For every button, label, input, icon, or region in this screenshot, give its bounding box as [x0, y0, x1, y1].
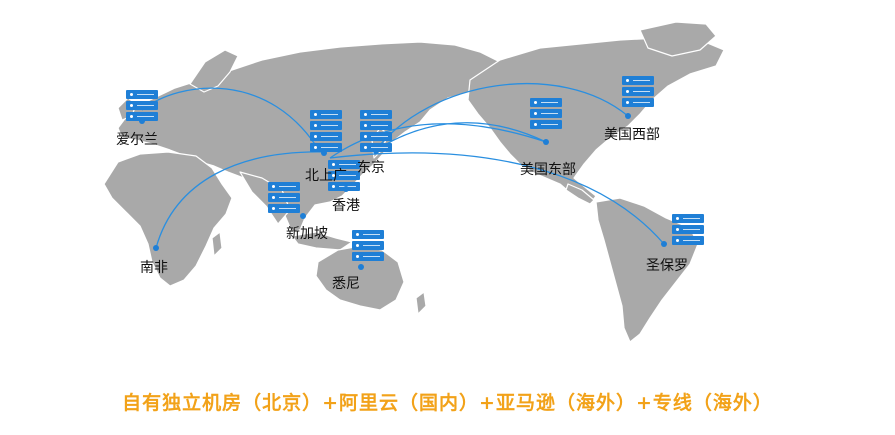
server-icon: [360, 110, 392, 154]
label-hongkong: 香港: [332, 198, 360, 214]
label-uswest: 美国西部: [604, 127, 660, 143]
server-icon: [126, 90, 158, 123]
route-bsg-ireland: [141, 87, 321, 153]
location-dot: [358, 264, 364, 270]
scandinavia-landmass: [189, 49, 239, 93]
north-america-landmass: [467, 37, 725, 205]
label-singapore: 新加坡: [286, 226, 328, 242]
server-icon: [530, 98, 562, 131]
location-dot: [543, 139, 549, 145]
label-sydney: 悉尼: [332, 276, 360, 292]
location-dot: [625, 113, 631, 119]
location-dot: [153, 245, 159, 251]
route-tokyo-useast: [375, 122, 547, 151]
label-ireland: 爱尔兰: [116, 132, 158, 148]
location-dot: [321, 150, 327, 156]
location-dot: [343, 186, 349, 192]
south-america-landmass: [595, 197, 699, 343]
label-southafrica: 南非: [140, 260, 168, 276]
label-saopaulo: 圣保罗: [646, 258, 688, 274]
location-dot: [661, 241, 667, 247]
label-useast: 美国东部: [520, 162, 576, 178]
route-bsg-southafrica: [155, 151, 327, 249]
indonesia-landmass: [291, 231, 353, 251]
server-icon: [352, 230, 384, 263]
server-icon: [310, 110, 342, 154]
server-icon: [672, 214, 704, 247]
location-dot: [139, 118, 145, 124]
label-bsg: 北上广: [305, 168, 347, 184]
server-icon: [622, 76, 654, 109]
location-dot: [300, 213, 306, 219]
route-bsg-useast: [329, 123, 547, 159]
label-tokyo: 东京: [357, 160, 385, 176]
footer-caption: 自有独立机房（北京）+阿里云（国内）+亚马逊（海外）+专线（海外）: [122, 392, 773, 414]
server-icon: [268, 182, 300, 215]
route-tokyo-uswest: [375, 82, 629, 151]
location-dot: [373, 148, 379, 154]
central-america-landmass: [565, 183, 595, 205]
greenland-landmass: [639, 21, 717, 57]
route-bsg-saopaulo: [329, 152, 665, 245]
newzealand-landmass: [415, 291, 427, 315]
madagascar-landmass: [211, 231, 223, 257]
